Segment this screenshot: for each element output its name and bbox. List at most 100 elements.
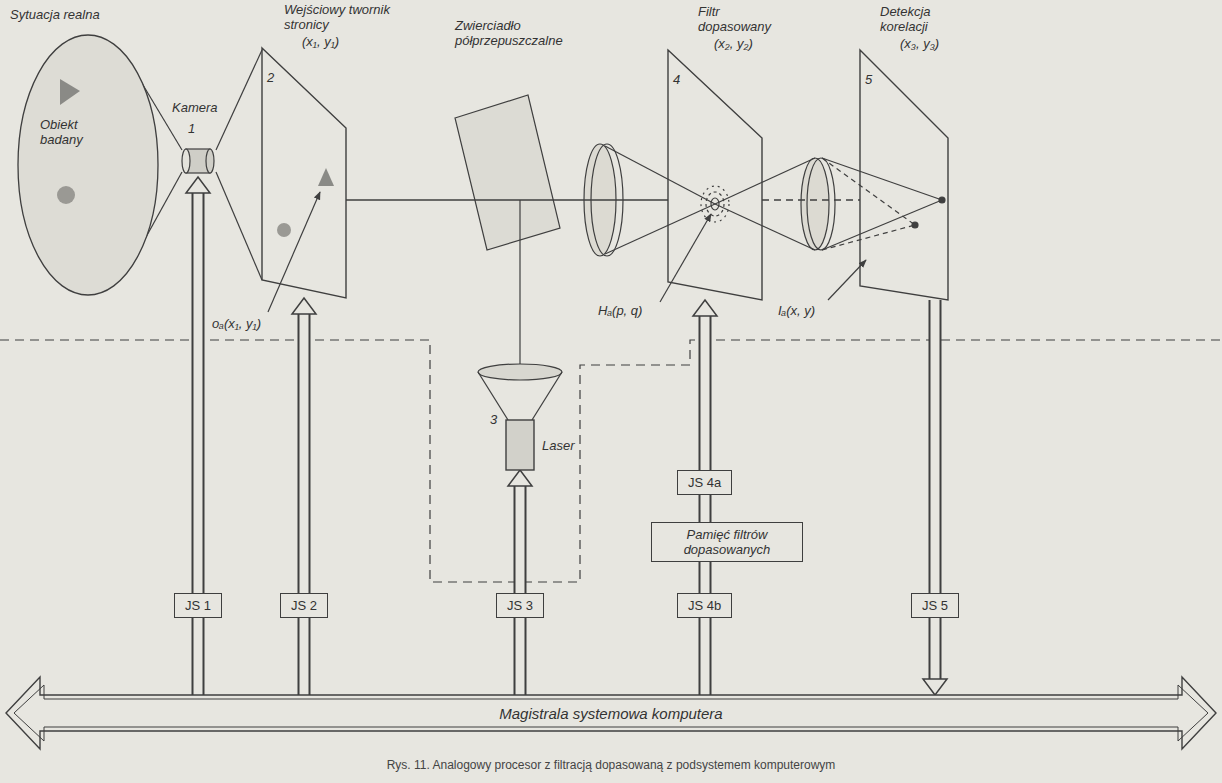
projection-ray [216,50,262,150]
bus-label: Magistrala systemowa komputera [499,705,722,722]
half-mirror [455,95,560,250]
interface-box: JS 3 [496,593,544,618]
beam-line [346,199,668,200]
object-label: Obiekt badany [40,117,120,147]
interface-channel-arrow [705,562,706,593]
coordinate-label: (x₂, y₂) [714,36,753,51]
channel-shaft [192,193,205,593]
interface-channel-arrow [923,618,947,695]
round-object [57,186,75,204]
box-label: JS 4b [688,598,721,613]
channel-shaft [701,618,710,695]
subsystem-boundary [0,340,1222,582]
box-label: JS 3 [507,598,533,613]
figure-caption: Rys. 11. Analogowy procesor z filtracją … [0,758,1222,773]
channel-shaft [516,486,525,593]
beam-line [762,199,860,200]
light-cone [605,204,715,254]
interface-box: JS 2 [280,593,328,618]
callout-number: 4 [673,72,680,87]
laser-box: 3Laser [506,420,534,470]
callout-number: 5 [865,72,872,87]
beam-expander [478,364,562,380]
output-ray [822,158,915,225]
panel-outline [668,50,762,300]
box-label: JS 4a [688,475,721,490]
box-label: JS 5 [922,598,948,613]
triangle-image [318,168,334,186]
callout-number: 2 [267,70,274,85]
channel-shaft [194,193,203,593]
channel-shaft [514,618,527,695]
panel-heading: Detekcja korelacji [880,4,958,34]
scene-region: Sytuacja realnaObiekt badany [18,35,158,297]
light-cone [715,158,815,204]
arrow-head [923,679,947,695]
camera-lens [182,149,190,173]
interface-channel-arrow [705,495,706,522]
channel-shaft [300,314,309,593]
panel-heading: Wejściowy twornik stronicy [284,2,409,32]
box-label: JS 1 [185,598,211,613]
arrow-head [292,298,316,314]
channel-shaft [929,300,942,593]
channel-shaft [699,495,712,522]
projection-ray [216,172,262,280]
bus-outline [6,677,1216,749]
beam-expander [532,372,562,420]
channel-shaft [192,618,205,695]
panel-heading: Filtr dopasowany [698,4,780,34]
optical-axis [762,200,860,201]
output-ray [822,225,915,250]
interface-channel-arrow [935,300,936,593]
camera-label: Kamera [172,100,218,115]
matched-filter-panel-outline [668,50,762,300]
matched-filter-panel: Filtr dopasowany(x₂, y₂)4 [668,50,762,300]
coordinate-label: (x₁, y₁) [302,34,339,49]
channel-shaft [701,495,710,522]
box-label: JS 2 [291,598,317,613]
coordinate-label: (x₃, y₃) [900,36,939,51]
camera-outline [180,145,216,177]
light-cone [715,204,815,250]
channel-shaft [699,618,712,695]
triangle-object [60,79,80,105]
channel-shaft [701,562,710,593]
channel-shaft [699,316,712,470]
camera: Kamera1 [180,145,216,177]
output-ray [822,158,942,200]
laser-label: Laser [542,438,575,453]
round-image [277,223,291,237]
scene-region-outline [18,35,158,297]
channel-shaft [699,562,712,593]
interface-box: JS 4b [677,593,732,618]
interface-box: JS 1 [174,593,222,618]
interface-channel-arrow [198,618,199,695]
callout-number: 1 [188,121,195,136]
arrow-head [186,177,210,193]
laser-body [506,420,534,470]
laser-beam [519,200,520,364]
interface-box: JS 4a [677,470,732,495]
system-bus-arrow: Magistrala systemowa komputera [40,695,1182,731]
filter-function-label: Hₐ(p, q) [598,303,642,318]
page-composer-panel: Wejściowy twornik stronicy(x₁, y₁)2 [262,48,346,298]
inverse-lens [801,158,829,250]
channel-shaft [701,316,710,470]
leader-line [268,192,320,312]
channel-shaft [194,618,203,695]
interface-channel-arrow [292,298,316,593]
bus-outline [14,685,1208,741]
optical-axis [346,200,668,201]
channel-shaft [298,314,311,593]
channel-shaft [931,300,940,593]
correlation-peak [939,197,945,203]
box-label: Pamięć filtrów dopasowanych [662,527,792,557]
channel-shaft [931,618,940,679]
correlation-detector-panel-outline [860,50,948,300]
laser-box-outline [506,420,534,470]
